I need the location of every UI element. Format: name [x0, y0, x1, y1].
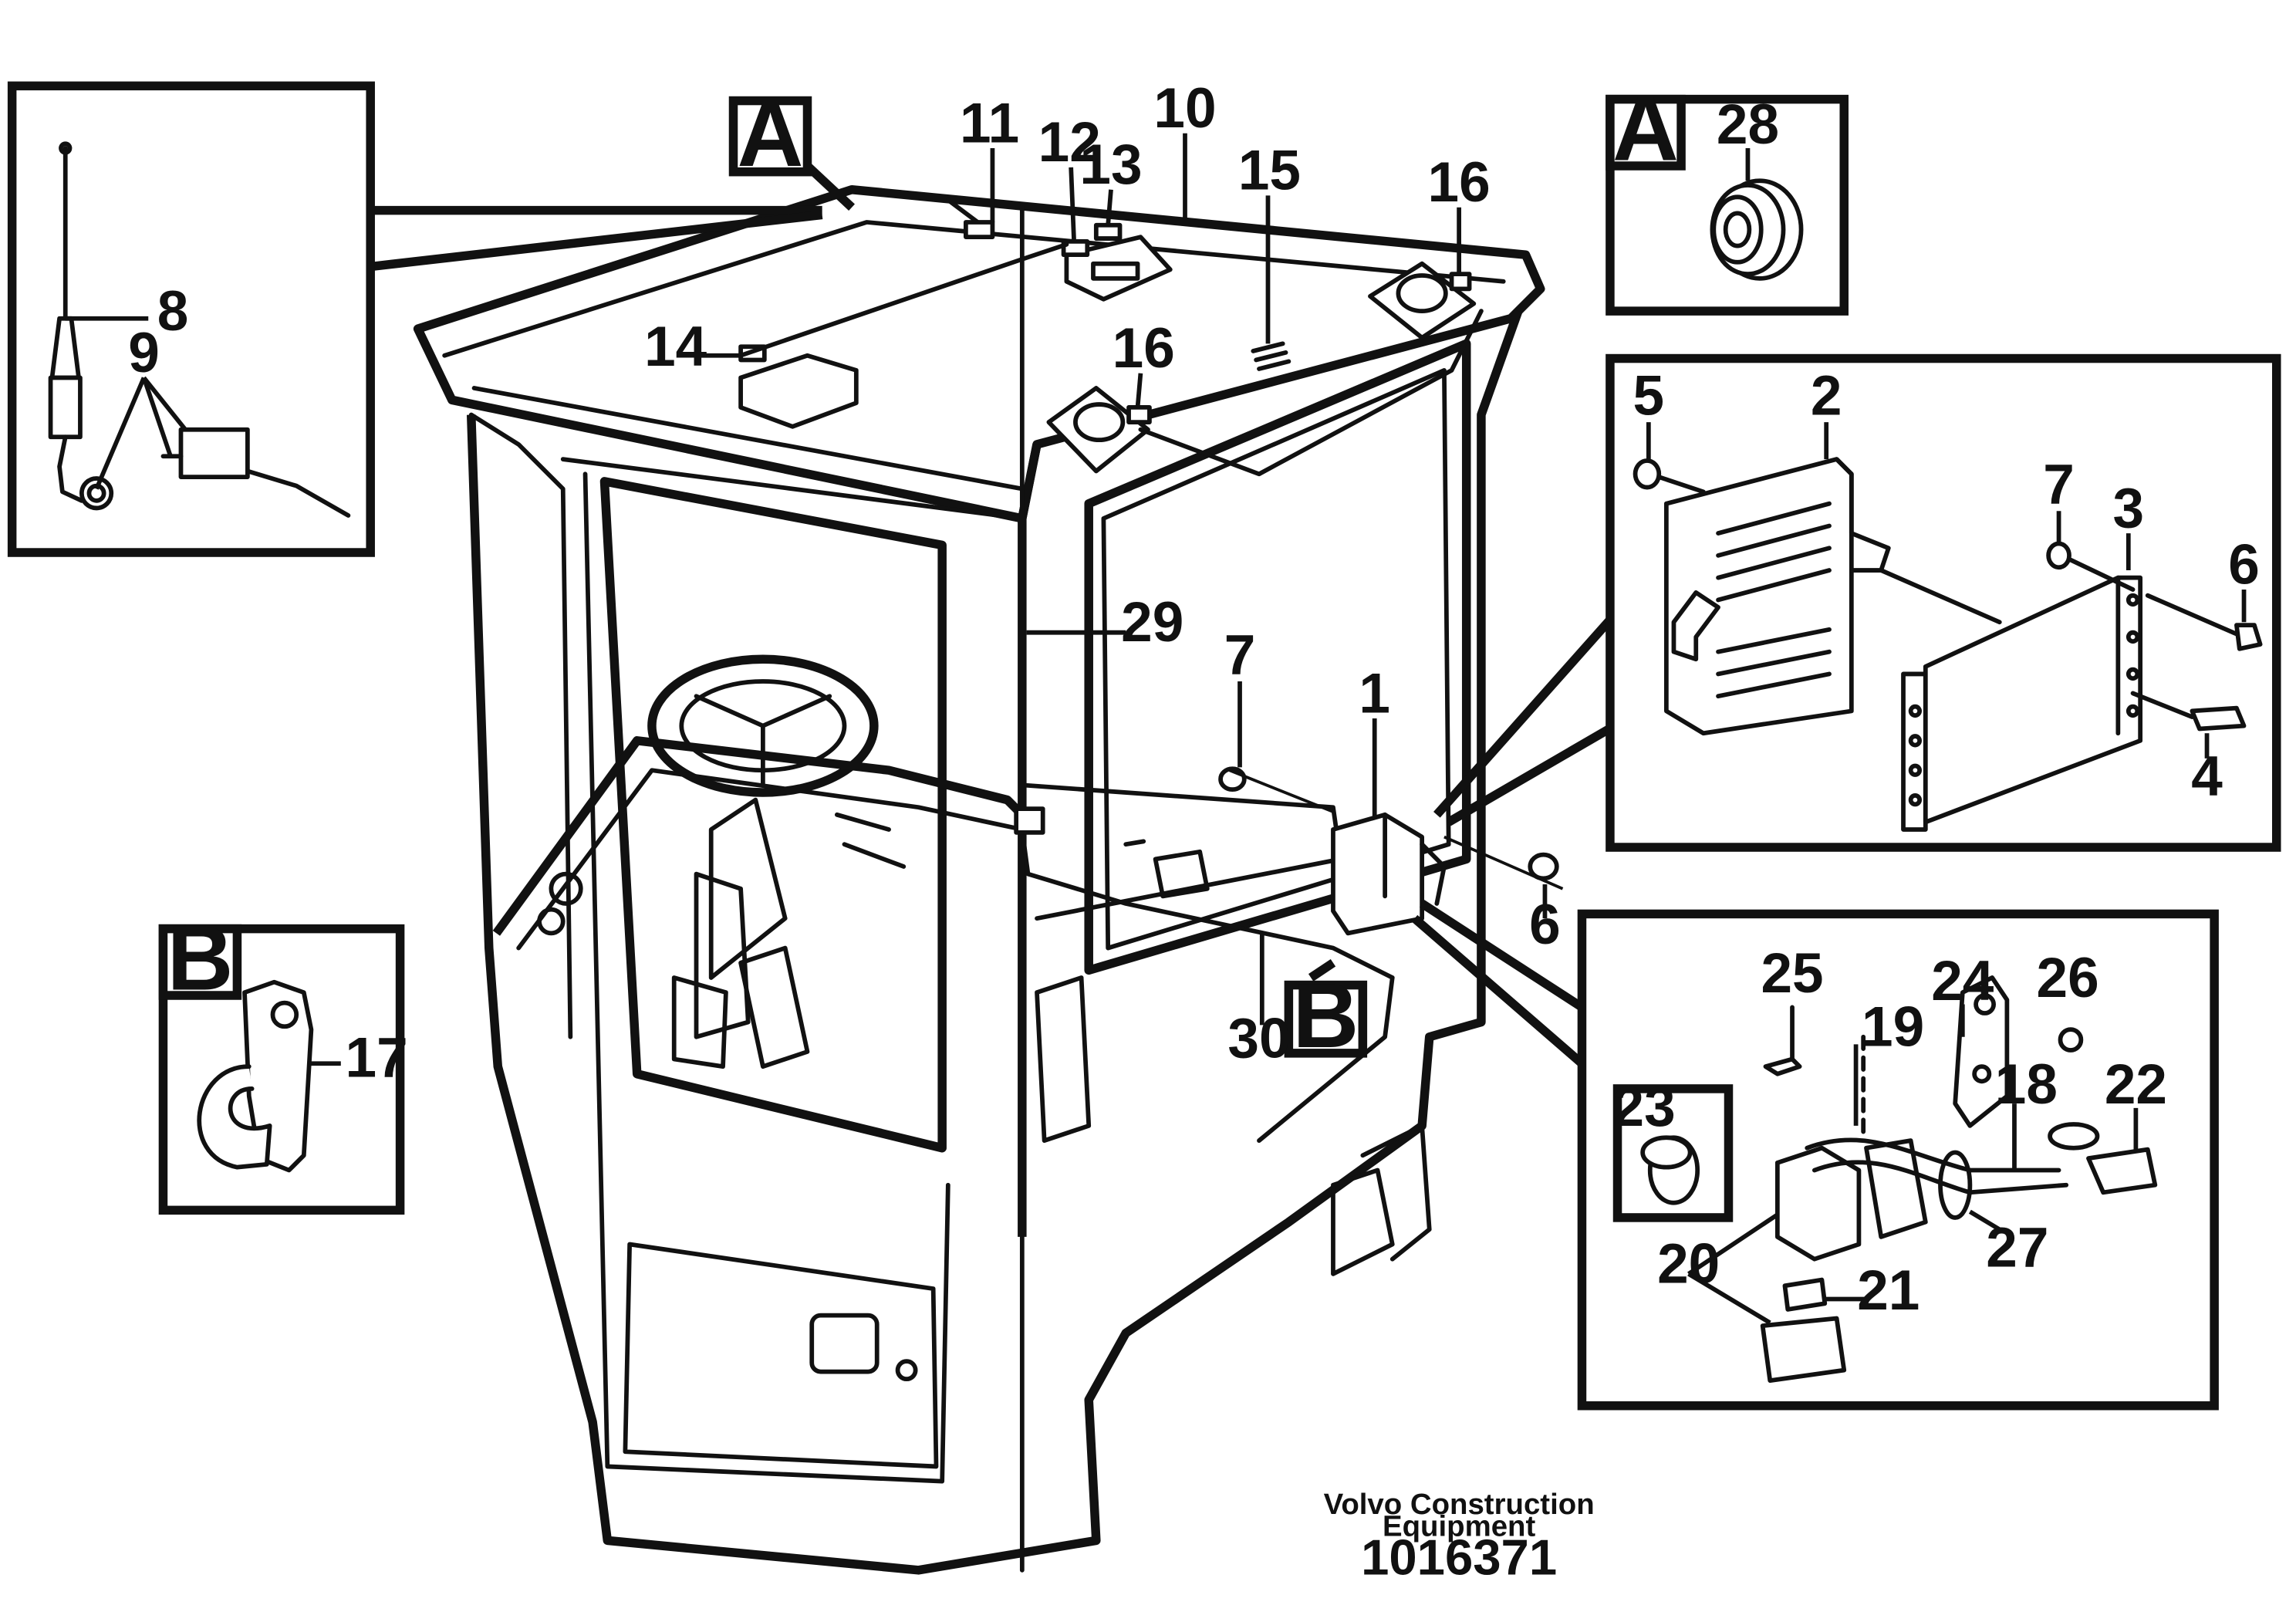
clip-drawing	[197, 979, 341, 1173]
view-letter-b-center: B	[1284, 965, 1368, 1067]
svg-text:B: B	[1292, 965, 1359, 1067]
callout-8: 8	[157, 280, 189, 343]
callout-11: 11	[960, 92, 1019, 154]
callout-18: 18	[1995, 1053, 2058, 1116]
callout-22: 22	[2105, 1053, 2167, 1116]
view-letter-a-top-left: A	[728, 83, 812, 186]
antenna-drawing	[48, 141, 351, 518]
credit-line-2: Equipment	[1383, 1510, 1535, 1543]
callout-23: 23	[1613, 1076, 1676, 1138]
callout-3: 3	[2113, 477, 2145, 539]
callout-1: 1	[1359, 662, 1390, 725]
view-letter-a-top-right: A	[1606, 77, 1686, 180]
callout-12: 12	[1038, 111, 1101, 174]
callout-21: 21	[1857, 1259, 1920, 1322]
callout-16a: 16	[1428, 151, 1491, 214]
callout-14: 14	[644, 316, 707, 378]
callout-7a: 7	[2043, 454, 2075, 516]
svg-text:B: B	[167, 907, 233, 1009]
callout-28: 28	[1717, 93, 1779, 156]
cab-drawing	[413, 184, 1564, 1575]
callout-17: 17	[346, 1027, 408, 1090]
callout-24: 24	[1931, 950, 1994, 1012]
callout-2: 2	[1811, 364, 1842, 427]
callout-5: 5	[1633, 364, 1665, 427]
credit-line-1: Volvo Construction	[1324, 1488, 1595, 1521]
grommet-drawing	[1710, 147, 1804, 281]
callout-19: 19	[1862, 995, 1924, 1058]
callout-13: 13	[1079, 133, 1142, 196]
radio-unit-drawing	[738, 353, 859, 429]
callout-9: 9	[128, 322, 160, 384]
part-number-labels: 1 2 3 4 5 6 6 7 7 8 9 10 11 12 13 14 15 …	[128, 77, 2260, 1322]
control-unit-drawing	[1331, 812, 1447, 936]
publisher-credit: Volvo Construction Equipment 1016371	[1324, 1488, 1595, 1586]
relay-harness-drawing	[1612, 975, 2158, 1383]
callout-16b: 16	[1113, 317, 1175, 380]
view-letter-b-left: B	[158, 907, 242, 1009]
callout-27: 27	[1986, 1216, 2048, 1279]
callout-15: 15	[1238, 140, 1301, 202]
speaker-left-drawing	[1046, 386, 1150, 474]
speaker-right-drawing	[1368, 261, 1477, 340]
callout-25: 25	[1761, 942, 1823, 1005]
drawing-reference-number: 1016371	[1361, 1529, 1557, 1586]
leader-lines	[370, 133, 1618, 1067]
svg-text:A: A	[1612, 77, 1679, 180]
callout-26: 26	[2037, 947, 2099, 1009]
callout-7b: 7	[1224, 623, 1256, 686]
callout-6b: 6	[1529, 894, 1561, 956]
callout-4: 4	[2191, 745, 2223, 808]
mounting-bracket-drawing	[1633, 422, 2263, 832]
callout-20: 20	[1657, 1232, 1720, 1295]
callout-10: 10	[1153, 77, 1216, 140]
callout-6a: 6	[2228, 533, 2260, 596]
svg-text:A: A	[738, 83, 804, 186]
callout-29: 29	[1121, 591, 1183, 654]
callout-30: 30	[1227, 1008, 1290, 1070]
